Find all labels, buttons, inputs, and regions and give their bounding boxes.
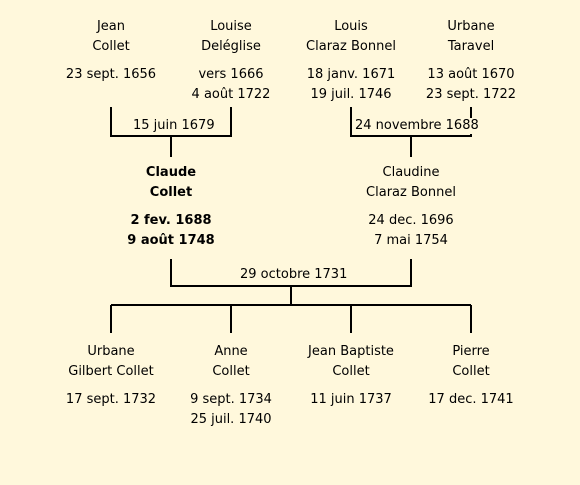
grandparent-louis-claraz-bonnel: Louis Claraz Bonnel 18 janv. 1671 19 jui… (286, 17, 416, 105)
person-last-name: Claraz Bonnel (366, 185, 456, 200)
paternal-marriage-date: 15 juin 1679 (131, 118, 217, 134)
maternal-marriage-date: 24 novembre 1688 (353, 118, 481, 134)
parent-claude-collet: Claude Collet 2 fev. 1688 9 août 1748 (106, 163, 236, 251)
grandparent-jean-collet: Jean Collet 23 sept. 1656 (46, 17, 176, 85)
birth-date: 18 janv. 1671 (306, 67, 396, 82)
person-first-name: Jean Baptiste (308, 344, 394, 359)
birth-date: 11 juin 1737 (310, 392, 392, 407)
person-first-name: Anne (214, 344, 248, 359)
birth-date: 24 dec. 1696 (368, 213, 454, 228)
person-last-name: Collet (332, 364, 370, 379)
person-first-name: Urbane (447, 19, 495, 34)
birth-date: vers 1666 (198, 67, 264, 82)
birth-date: 23 sept. 1656 (65, 67, 157, 82)
death-date: 4 août 1722 (191, 87, 271, 102)
death-date: 25 juil. 1740 (190, 412, 272, 427)
person-last-name: Collet (149, 185, 193, 200)
birth-date: 17 dec. 1741 (428, 392, 514, 407)
death-date: 7 mai 1754 (374, 233, 448, 248)
person-last-name: Collet (92, 39, 130, 54)
child-jean-baptiste-collet: Jean Baptiste Collet 11 juin 1737 (286, 342, 416, 410)
child-urbane-gilbert-collet: Urbane Gilbert Collet 17 sept. 1732 (46, 342, 176, 410)
death-date: 23 sept. 1722 (425, 87, 517, 102)
person-last-name: Taravel (447, 39, 495, 54)
birth-date: 17 sept. 1732 (65, 392, 157, 407)
person-last-name: Deléglise (201, 39, 261, 54)
person-last-name: Collet (212, 364, 250, 379)
person-last-name: Gilbert Collet (68, 364, 154, 379)
person-first-name: Claudine (382, 165, 440, 180)
death-date: 9 août 1748 (127, 233, 215, 248)
person-first-name: Claude (145, 165, 197, 180)
person-last-name: Collet (452, 364, 490, 379)
person-first-name: Louis (334, 19, 368, 34)
birth-date: 13 août 1670 (427, 67, 515, 82)
person-first-name: Pierre (452, 344, 490, 359)
birth-date: 9 sept. 1734 (190, 392, 272, 407)
birth-date: 2 fev. 1688 (130, 213, 212, 228)
grandparent-urbane-taravel: Urbane Taravel 13 août 1670 23 sept. 172… (406, 17, 536, 105)
child-pierre-collet: Pierre Collet 17 dec. 1741 (406, 342, 536, 410)
grandparent-louise-deleglise: Louise Deléglise vers 1666 4 août 1722 (166, 17, 296, 105)
parent-claudine-claraz-bonnel: Claudine Claraz Bonnel 24 dec. 1696 7 ma… (346, 163, 476, 251)
death-date: 19 juil. 1746 (310, 87, 392, 102)
parents-marriage-date: 29 octobre 1731 (238, 267, 350, 283)
person-first-name: Jean (96, 19, 126, 34)
person-last-name: Claraz Bonnel (306, 39, 396, 54)
child-anne-collet: Anne Collet 9 sept. 1734 25 juil. 1740 (166, 342, 296, 430)
person-first-name: Urbane (87, 344, 135, 359)
person-first-name: Louise (210, 19, 252, 34)
